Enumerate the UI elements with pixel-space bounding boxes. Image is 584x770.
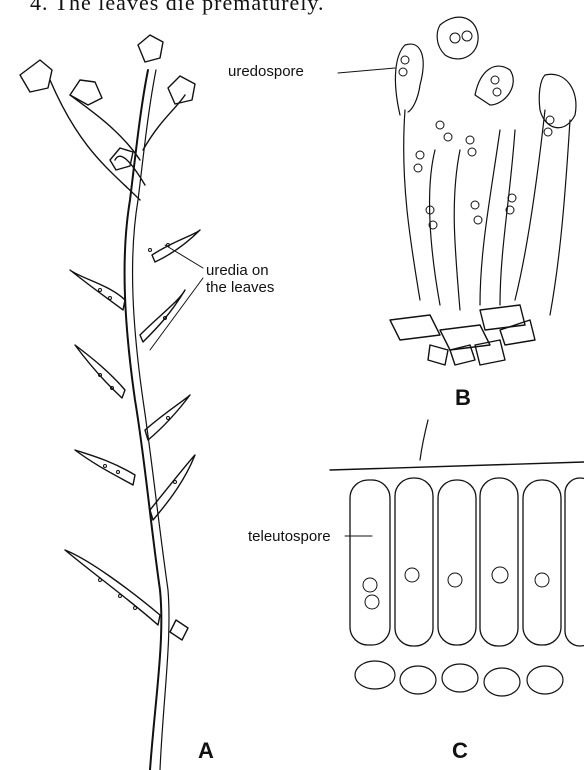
uredospore-leader-line (338, 68, 395, 73)
plant-stem (125, 70, 162, 770)
plant-illustration (20, 35, 203, 770)
flower-buds (20, 35, 195, 170)
teleutospore-cells (350, 478, 584, 646)
panel-letter-a: A (198, 738, 214, 764)
spore-stalks (395, 17, 576, 315)
uredospore-illustration (338, 17, 576, 365)
panel-letter-b: B (455, 385, 471, 411)
teleutospore-nuclei (363, 567, 549, 609)
uredia-label: uredia on the leaves (206, 262, 274, 296)
basal-cells (355, 661, 563, 696)
panel-letter-c: C (452, 738, 468, 764)
epidermis-line (330, 462, 584, 470)
teleutospore-illustration (330, 420, 584, 696)
host-cells (390, 305, 535, 365)
teleutospore-label: teleutospore (248, 528, 331, 545)
uredospore-label: uredospore (228, 63, 304, 80)
spore-nuclei (399, 31, 554, 229)
